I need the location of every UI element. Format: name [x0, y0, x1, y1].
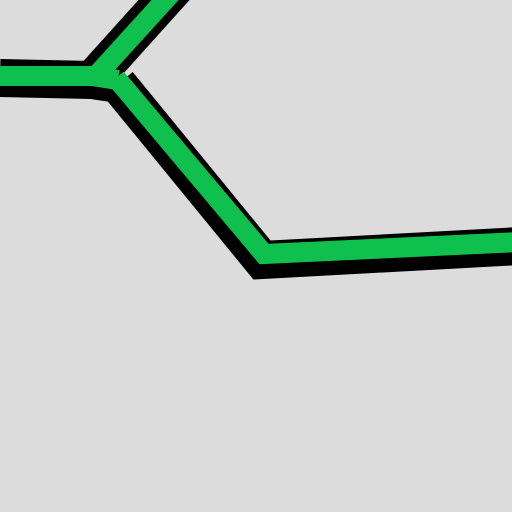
- fill-upper-branch: [88, 0, 179, 83]
- line-fill: [0, 0, 512, 265]
- fill-left-branch: [0, 66, 120, 90]
- line-outline: [0, 0, 512, 280]
- fill-main-path: [108, 71, 512, 265]
- outline-main-path: [103, 71, 512, 280]
